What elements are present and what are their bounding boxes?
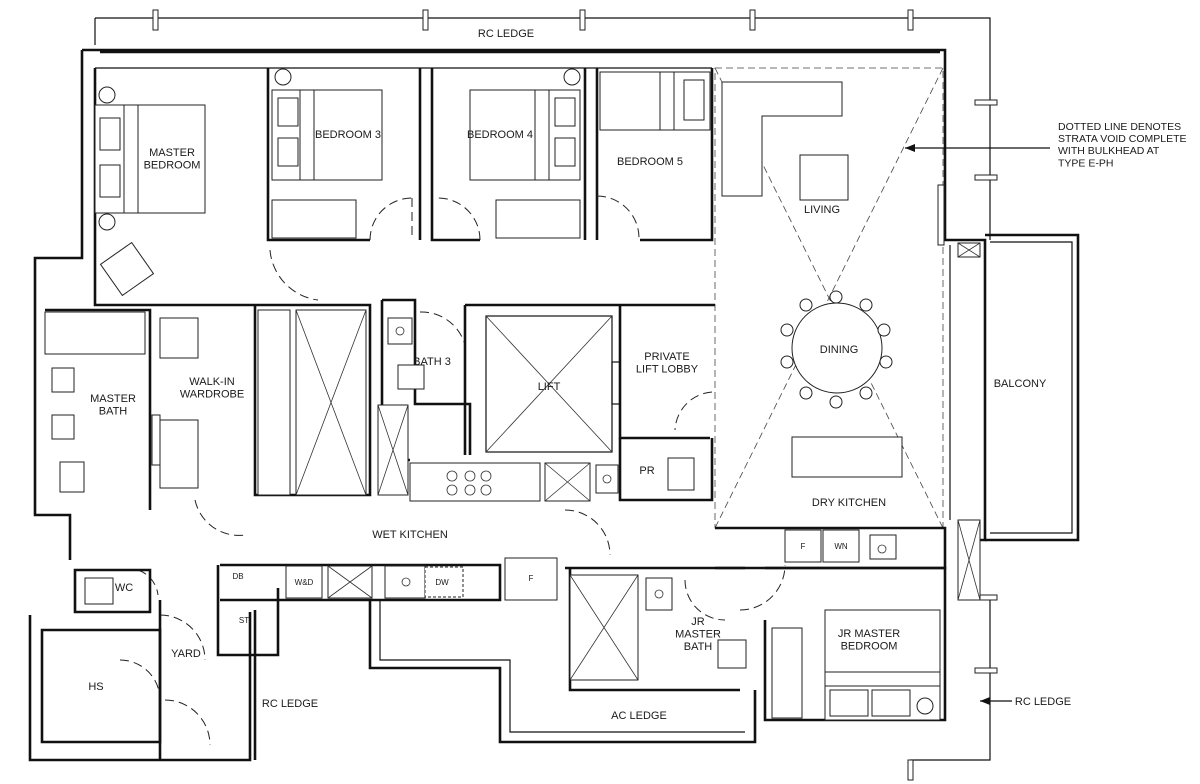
- label-f-wet: F: [529, 574, 534, 583]
- door-swings: [119, 195, 786, 746]
- bedroom4-bed: [469, 68, 581, 239]
- master-bath: [44, 308, 199, 510]
- label-lift: LIFT: [538, 381, 561, 393]
- bath3: [377, 298, 472, 496]
- label-dw: DW: [435, 578, 449, 587]
- ledge-ticks: [152, 9, 998, 781]
- exterior-walls: [28, 17, 991, 762]
- label-pr: PR: [639, 465, 654, 477]
- label-rc-ledge-bottom: RC LEDGE: [262, 698, 318, 710]
- label-wc: WC: [115, 582, 133, 594]
- label-f-dry: F: [801, 542, 806, 551]
- dry-kitchen-counter: [715, 526, 947, 570]
- label-dry-kitchen: DRY KITCHEN: [812, 497, 886, 509]
- label-bedroom5: BEDROOM 5: [617, 156, 683, 168]
- label-rc-ledge-top: RC LEDGE: [478, 28, 534, 40]
- ac-ledge: [368, 600, 757, 744]
- label-wet-kitchen: WET KITCHEN: [372, 529, 448, 541]
- label-db: DB: [232, 572, 243, 581]
- wet-kitchen-counter: [220, 462, 591, 602]
- dry-kitchen-island: [791, 436, 903, 478]
- label-bedroom3: BEDROOM 3: [315, 129, 381, 141]
- note-leader: [905, 144, 1050, 705]
- balcony-area: [949, 233, 1080, 601]
- label-hs: HS: [88, 681, 103, 693]
- living-furniture: [721, 81, 945, 246]
- service-area: [40, 565, 280, 760]
- bedroom3-bed: [271, 68, 383, 239]
- label-wd: W&D: [295, 578, 314, 587]
- bedroom5-bed: [599, 71, 711, 131]
- label-st: ST: [239, 616, 249, 625]
- label-wn: WN: [834, 542, 848, 551]
- label-yard: YARD: [171, 648, 201, 660]
- powder-room: [595, 438, 714, 502]
- lift-core: [463, 303, 715, 455]
- label-ac-ledge: AC LEDGE: [611, 710, 667, 722]
- label-rc-ledge-right: RC LEDGE: [1015, 696, 1071, 708]
- jr-master-suite: [565, 566, 947, 722]
- label-bedroom4: BEDROOM 4: [467, 129, 533, 141]
- dining-table: [780, 290, 893, 409]
- wardrobe-units: [253, 303, 372, 497]
- label-balcony: BALCONY: [994, 378, 1047, 390]
- label-bath3: BATH 3: [413, 356, 451, 368]
- master-bed: [94, 86, 206, 297]
- label-dining: DINING: [820, 344, 859, 356]
- label-living: LIVING: [804, 204, 840, 216]
